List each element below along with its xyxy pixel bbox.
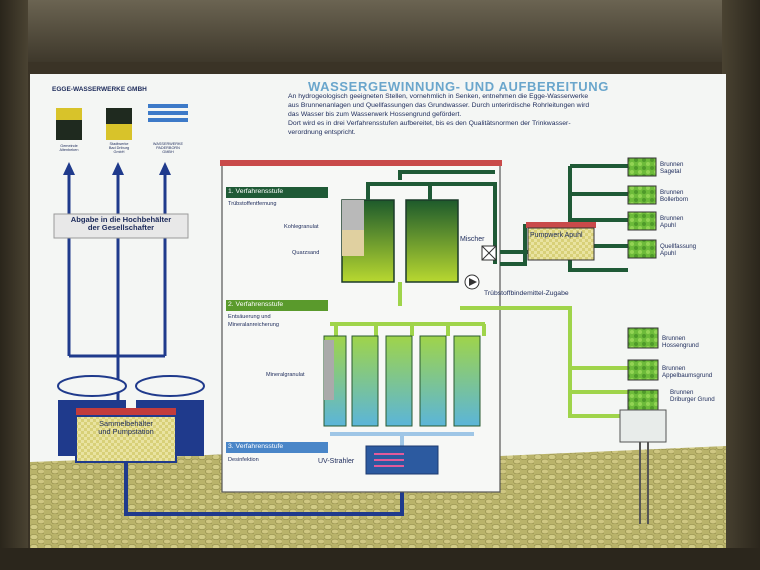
stage3-subtitle: Desinfektion <box>228 457 259 463</box>
stage1-pipes <box>366 170 497 264</box>
filter-1b <box>405 199 459 283</box>
intro-line-2: aus Brunnenanlagen und Quellfassungen da… <box>288 102 590 109</box>
raw-water-pipes-upper <box>500 164 628 272</box>
zugabe-label: Trübstoffbindemittel-Zugabe <box>484 290 569 297</box>
pumpwerk-box <box>527 227 595 261</box>
gravel-ground <box>30 446 726 548</box>
stage2-title: 2. Verfahrensstufe <box>228 301 284 308</box>
delivery-arrows <box>67 174 167 404</box>
pipe-to-tanks <box>124 462 404 516</box>
wooden-frame-top <box>0 0 760 62</box>
stage1-subtitle: Trübstoffentfernung <box>228 201 277 207</box>
info-board: WASSERGEWINNUNG- UND AUFBEREITUNG An hyd… <box>30 74 726 548</box>
wooden-frame-right <box>722 0 760 570</box>
mischer-label: Mischer <box>460 236 485 243</box>
uv-label: UV-Strahler <box>318 458 355 465</box>
wooden-frame-left <box>0 0 28 570</box>
plant-roof <box>220 160 502 166</box>
board-diagram <box>30 104 726 548</box>
stage2-pipes <box>330 282 486 336</box>
quarzsand-label: Quarzsand <box>292 250 320 256</box>
upper-sources <box>627 157 657 259</box>
driburger-well-shaft <box>619 409 667 443</box>
mineralgranulat-label: Mineralgranulat <box>266 372 305 378</box>
intro-line-3: das Wasser bis zum Wasserwerk Hossengrun… <box>288 111 462 118</box>
company-name: EGGE-WASSERWERKE GMBH <box>52 86 147 93</box>
lower-sources <box>619 327 667 524</box>
pumpwerk-label: Pumpwerk Apuhl <box>530 232 583 239</box>
stage2-filters <box>323 335 481 427</box>
stage2-sub-1: Entsäuerung und <box>228 314 271 320</box>
abgabe-box <box>53 213 189 239</box>
wooden-frame-bottom <box>0 548 760 570</box>
intro-line-1: An hydrogeologisch geeigneten Stellen, v… <box>288 93 589 100</box>
intro-line-4: Dort wird es in drei Verfahrensstufen au… <box>288 120 571 127</box>
raw-water-pipes-lower <box>460 306 628 418</box>
intro-line-5: verordnung entspricht. <box>288 129 356 136</box>
stage1-title: 1. Verfahrensstufe <box>228 188 284 195</box>
stage2-sub-2: Mineralanreicherung <box>228 322 279 328</box>
board-title: WASSERGEWINNUNG- UND AUFBEREITUNG <box>308 79 609 94</box>
kohlegranulat-label: Kohlegranulat <box>284 224 319 230</box>
stage3-title: 3. Verfahrensstufe <box>228 443 284 450</box>
wasserwerke-logo <box>148 104 188 122</box>
uv-lamps <box>374 453 404 467</box>
